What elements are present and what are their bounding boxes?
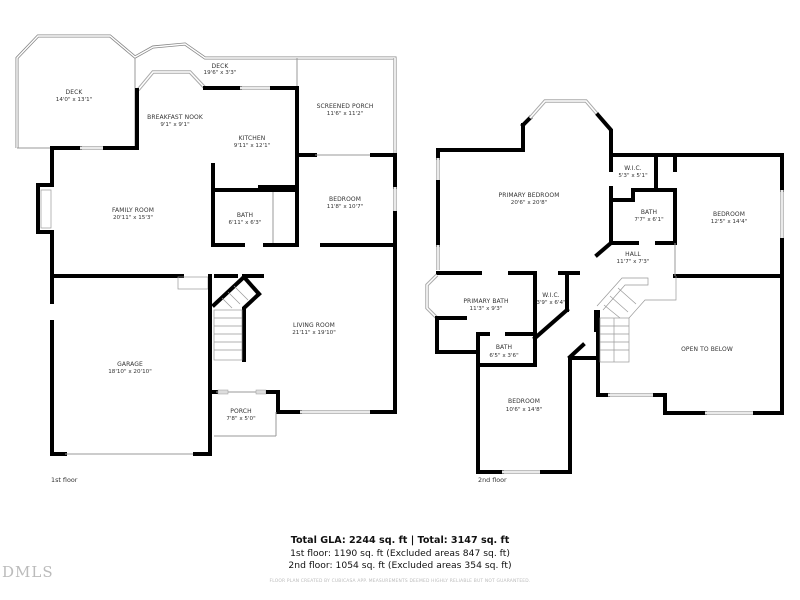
room-bath-2: BATH 7'7" x 6'1" (634, 209, 664, 223)
second-floor-stairs (596, 276, 677, 363)
disclaimer-text: FLOOR PLAN CREATED BY CUBICASA APP. MEAS… (269, 579, 531, 584)
room-name: PRIMARY BATH (463, 298, 508, 305)
room-dimensions: 7'8" x 5'0" (226, 416, 256, 422)
room-living-room: LIVING ROOM 21'11" x 19'10" (292, 322, 336, 336)
room-bedroom-1: BEDROOM 11'8" x 10'7" (327, 196, 364, 210)
room-name: DECK (66, 89, 84, 96)
room-hall: HALL 11'7" x 7'3" (617, 251, 650, 265)
room-name: GARAGE (117, 361, 143, 368)
first-floor-stairs (213, 285, 249, 361)
room-garage: GARAGE 18'10" x 20'10" (108, 361, 152, 375)
room-name: PORCH (230, 408, 251, 415)
total-area-summary: Total GLA: 2244 sq. ft | Total: 3147 sq.… (290, 535, 510, 546)
room-wic-2: W.I.C. 3'9" x 6'4" (536, 292, 566, 306)
first-floor-plan: DECK 14'0" x 13'1" DECK 19'6" x 3'3" BRE… (15, 34, 397, 484)
room-deck-large: DECK 14'0" x 13'1" (56, 89, 93, 103)
room-dimensions: 11'7" x 7'3" (617, 259, 650, 265)
room-dimensions: 5'3" x 5'1" (618, 173, 648, 179)
room-dimensions: 3'9" x 6'4" (536, 300, 566, 306)
room-name: KITCHEN (239, 135, 266, 142)
room-name: W.I.C. (542, 292, 560, 299)
floor-label-1st: 1st floor (51, 476, 78, 484)
room-bath-1: BATH 6'11" x 6'3" (229, 212, 262, 226)
second-floor-walls (425, 99, 784, 474)
room-dimensions: 21'11" x 19'10" (292, 330, 336, 336)
room-name: BEDROOM (508, 398, 540, 405)
room-dimensions: 7'7" x 6'1" (634, 217, 664, 223)
room-dimensions: 10'6" x 14'8" (506, 407, 543, 413)
room-name: BEDROOM (713, 211, 745, 218)
room-dimensions: 6'5" x 3'6" (489, 353, 519, 359)
room-wic-1: W.I.C. 5'3" x 5'1" (618, 165, 648, 179)
room-dimensions: 11'3" x 9'3" (470, 306, 503, 312)
room-primary-bedroom: PRIMARY BEDROOM 20'6" x 20'8" (498, 192, 559, 206)
room-dimensions: 9'11" x 12'1" (234, 143, 271, 149)
room-screened-porch: SCREENED PORCH 11'6" x 11'2" (317, 103, 374, 117)
breakfast-nook-bay (135, 70, 299, 150)
room-dimensions: 14'0" x 13'1" (56, 97, 93, 103)
room-dimensions: 12'5" x 14'4" (711, 219, 748, 225)
room-dimensions: 19'6" x 3'3" (204, 70, 237, 76)
room-name: W.I.C. (624, 165, 642, 172)
room-name: DECK (212, 63, 230, 70)
room-dimensions: 18'10" x 20'10" (108, 369, 152, 375)
room-name: PRIMARY BEDROOM (498, 192, 559, 199)
first-floor-area: 1st floor: 1190 sq. ft (Excluded areas 8… (290, 548, 510, 559)
first-floor-walls (36, 58, 397, 456)
room-bedroom-3: BEDROOM 10'6" x 14'8" (506, 398, 543, 413)
room-dimensions: 11'6" x 11'2" (327, 111, 364, 117)
room-name: BATH (641, 209, 657, 216)
room-dimensions: 20'6" x 20'8" (511, 200, 548, 206)
room-family-room: FAMILY ROOM 20'11" x 15'3" (112, 207, 154, 221)
room-open-to-below: OPEN TO BELOW (681, 346, 733, 353)
room-kitchen: KITCHEN 9'11" x 12'1" (234, 135, 271, 149)
room-name: FAMILY ROOM (112, 207, 154, 214)
second-floor-area: 2nd floor: 1054 sq. ft (Excluded areas 3… (288, 560, 512, 571)
room-dimensions: 11'8" x 10'7" (327, 204, 364, 210)
floor-label-2nd: 2nd floor (478, 476, 507, 484)
mls-watermark-logo: DMLS (2, 563, 54, 581)
room-name: LIVING ROOM (293, 322, 335, 329)
second-floor-plan: PRIMARY BEDROOM 20'6" x 20'8" W.I.C. 5'3… (425, 99, 784, 484)
room-dimensions: 20'11" x 15'3" (113, 215, 153, 221)
room-name: BATH (496, 344, 512, 351)
room-breakfast-nook: BREAKFAST NOOK 9'1" x 9'1" (147, 114, 204, 128)
room-name: BATH (237, 212, 253, 219)
room-primary-bath: PRIMARY BATH 11'3" x 9'3" (463, 298, 508, 312)
room-name: BEDROOM (329, 196, 361, 203)
room-bath-3: BATH 6'5" x 3'6" (489, 344, 519, 359)
room-bedroom-2: BEDROOM 12'5" x 14'4" (711, 211, 748, 225)
room-name: BREAKFAST NOOK (147, 114, 204, 121)
room-dimensions: 9'1" x 9'1" (160, 122, 190, 128)
room-dimensions: 6'11" x 6'3" (229, 220, 262, 226)
room-porch: PORCH 7'8" x 5'0" (226, 408, 256, 422)
room-deck-small: DECK 19'6" x 3'3" (204, 63, 237, 76)
room-name: SCREENED PORCH (317, 103, 374, 110)
room-name: OPEN TO BELOW (681, 346, 733, 353)
room-name: HALL (625, 251, 641, 258)
